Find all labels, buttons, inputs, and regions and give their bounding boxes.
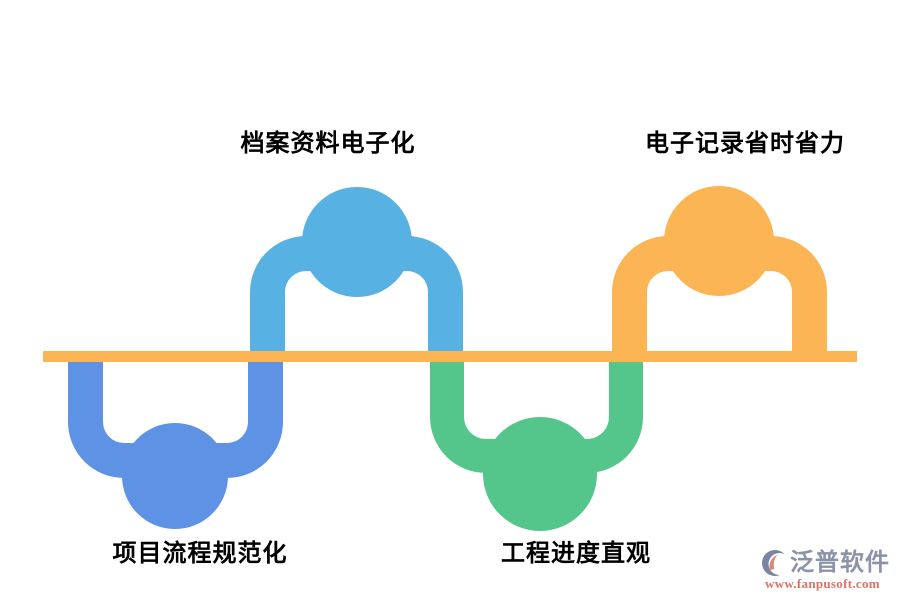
watermark-logo: 泛普软件 www.fanpusoft.com bbox=[762, 550, 890, 590]
node-label-records: 电子记录省时省力 bbox=[645, 130, 845, 157]
fanpu-logo-icon bbox=[762, 550, 788, 576]
node-circle-progress bbox=[483, 417, 597, 531]
timeline-axis bbox=[43, 351, 857, 362]
node-label-progress: 工程进度直观 bbox=[501, 540, 651, 567]
node-circle-workflow bbox=[122, 423, 228, 529]
watermark-brand-row: 泛普软件 bbox=[762, 550, 890, 576]
node-label-archive: 档案资料电子化 bbox=[240, 130, 416, 157]
node-circle-records bbox=[664, 186, 774, 296]
watermark-url-text: www.fanpusoft.com bbox=[765, 576, 880, 591]
node-circle-archive bbox=[302, 187, 412, 297]
watermark-brand-text: 泛普软件 bbox=[790, 549, 890, 576]
node-label-workflow: 项目流程规范化 bbox=[112, 540, 288, 567]
